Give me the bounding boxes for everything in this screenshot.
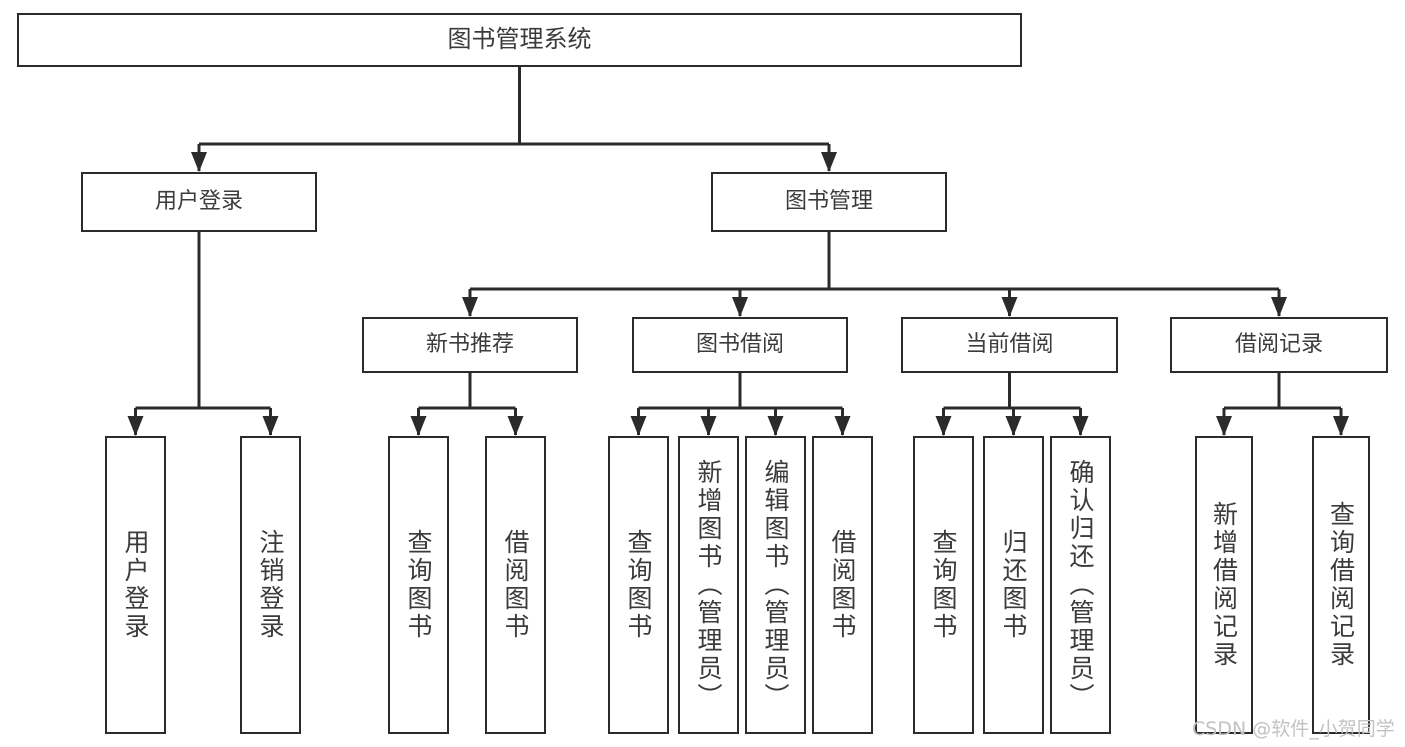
node-label: 借阅图书 — [828, 529, 857, 641]
node-label: 借阅记录 — [1234, 332, 1323, 358]
node-label: 查询图书 — [404, 529, 433, 641]
node-label: 用户登录 — [154, 189, 243, 215]
node-label: 编辑图书（管理员） — [761, 459, 790, 711]
node-label: 查询借阅记录 — [1326, 501, 1356, 669]
node-leaf-borrow-book-2[interactable]: 借阅图书 — [812, 436, 873, 734]
node-new-book-rec[interactable]: 新书推荐 — [362, 317, 578, 373]
csdn-watermark: CSDN @软件_小贺同学 — [1192, 718, 1395, 740]
node-current-borrow[interactable]: 当前借阅 — [901, 317, 1118, 373]
node-book-manage[interactable]: 图书管理 — [711, 172, 947, 232]
node-label: 新增图书（管理员） — [694, 459, 723, 711]
node-label: 注销登录 — [256, 529, 285, 641]
node-leaf-edit-book[interactable]: 编辑图书（管理员） — [745, 436, 806, 734]
node-leaf-query-book-2[interactable]: 查询图书 — [608, 436, 669, 734]
node-leaf-confirm-return[interactable]: 确认归还（管理员） — [1050, 436, 1111, 734]
node-leaf-query-record[interactable]: 查询借阅记录 — [1312, 436, 1370, 734]
node-leaf-add-record[interactable]: 新增借阅记录 — [1195, 436, 1253, 734]
node-leaf-user-login[interactable]: 用户登录 — [105, 436, 166, 734]
node-user-login[interactable]: 用户登录 — [81, 172, 317, 232]
node-label: 归还图书 — [999, 529, 1028, 641]
node-leaf-query-book-3[interactable]: 查询图书 — [913, 436, 974, 734]
node-leaf-return-book[interactable]: 归还图书 — [983, 436, 1044, 734]
node-book-borrow[interactable]: 图书借阅 — [632, 317, 848, 373]
node-leaf-logout[interactable]: 注销登录 — [240, 436, 301, 734]
node-label: 借阅图书 — [501, 529, 530, 641]
node-label: 图书管理 — [784, 189, 873, 215]
node-root-system[interactable]: 图书管理系统 — [17, 13, 1022, 67]
node-borrow-record[interactable]: 借阅记录 — [1170, 317, 1388, 373]
node-label: 图书管理系统 — [447, 25, 592, 54]
node-label: 查询图书 — [624, 529, 653, 641]
node-label: 确认归还（管理员） — [1066, 459, 1095, 711]
node-leaf-borrow-book-1[interactable]: 借阅图书 — [485, 436, 546, 734]
node-label: 当前借阅 — [965, 332, 1054, 358]
node-label: 用户登录 — [121, 529, 150, 641]
node-label: 新书推荐 — [425, 332, 514, 358]
node-label: 新增借阅记录 — [1209, 501, 1239, 669]
node-label: 查询图书 — [929, 529, 958, 641]
node-leaf-query-book-1[interactable]: 查询图书 — [388, 436, 449, 734]
node-label: 图书借阅 — [695, 332, 784, 358]
node-leaf-add-book[interactable]: 新增图书（管理员） — [678, 436, 739, 734]
